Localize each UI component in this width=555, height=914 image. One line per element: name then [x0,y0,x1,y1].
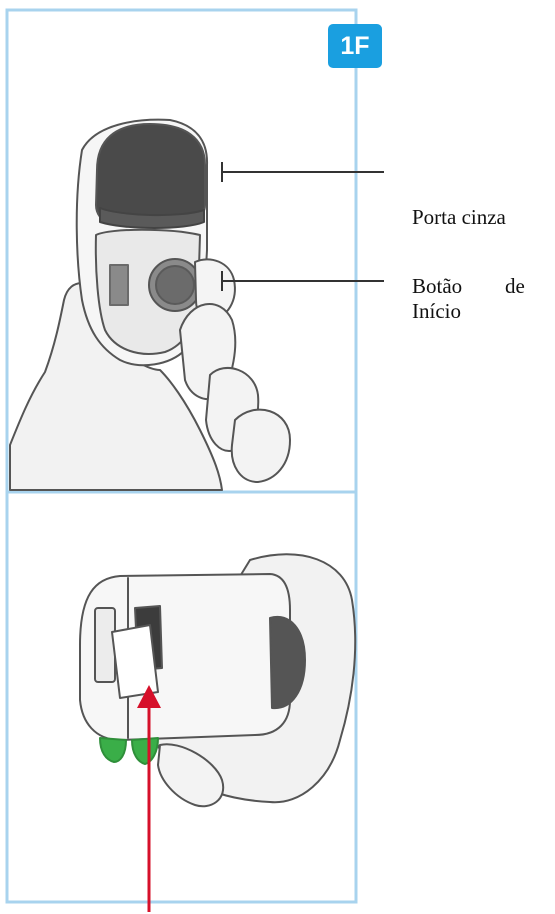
gray-door-label: Porta cinza [412,205,506,229]
start-button-label-word-3: Início [412,299,461,323]
callout-line-start-button [221,271,384,291]
hand-holding-inhaler-illustration [9,118,291,491]
start-button-label-word-2: de [505,274,525,298]
callout-line-gray-door [221,162,384,182]
step-badge [328,24,382,68]
inhaler-side-view-illustration [79,553,357,808]
red-arrow-pointer [137,685,161,912]
step-badge-label: 1F [340,32,370,60]
start-button-label-word-1: Botão [412,274,463,298]
panel-frame [5,8,358,904]
